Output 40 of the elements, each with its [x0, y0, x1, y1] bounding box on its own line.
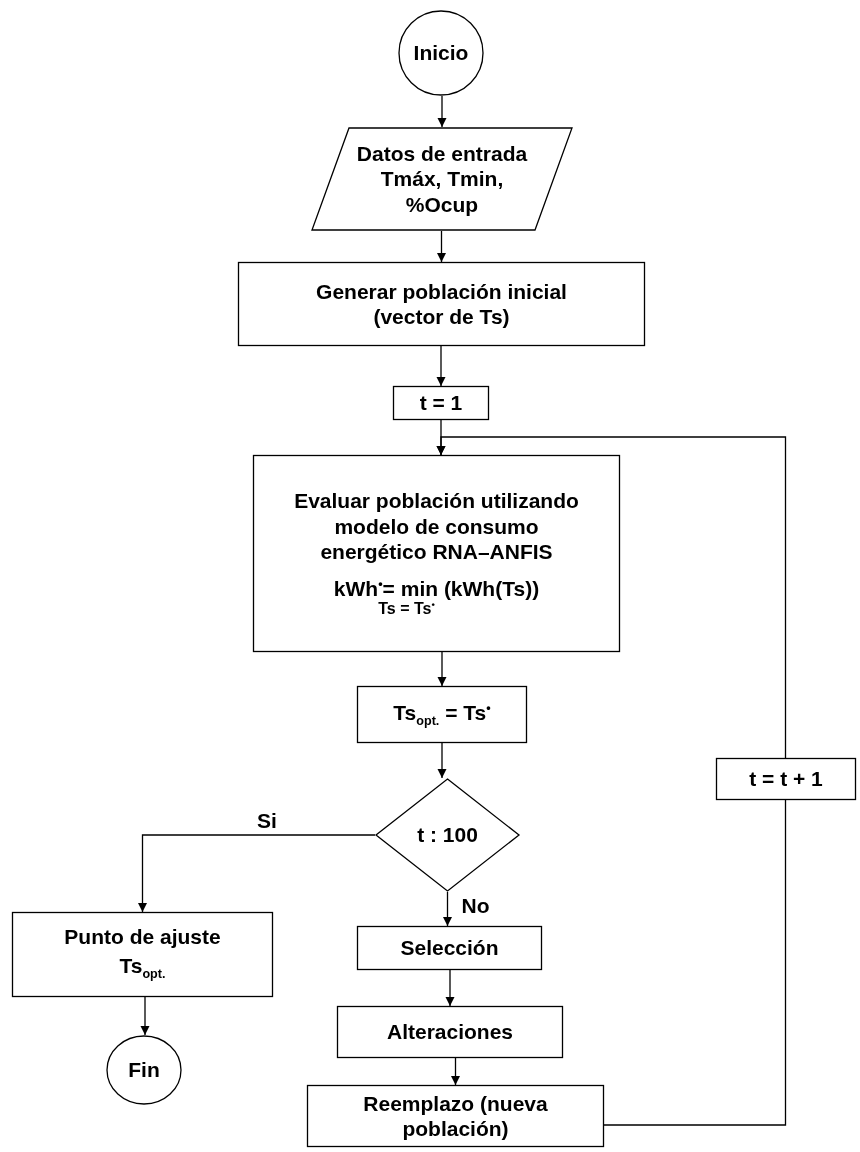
- process-box: [307, 1085, 604, 1147]
- arrow: [436, 345, 446, 387]
- node-text: Reemplazo (nueva población): [362, 1090, 549, 1142]
- node-text: Fin: [128, 1057, 160, 1083]
- process-box: [357, 926, 542, 970]
- node-text: Datos de entrada Tmáx, Tmin, %Ocup: [355, 141, 529, 217]
- arrow: [442, 891, 453, 927]
- node-text: Generar población inicial (vector de Ts): [315, 278, 568, 330]
- arrow: [437, 95, 447, 128]
- node-text: t : 100: [417, 822, 478, 848]
- process-box: [357, 686, 527, 743]
- arrow: [437, 651, 447, 687]
- node-text: Alteraciones: [386, 1019, 514, 1045]
- arrow: [437, 742, 447, 779]
- terminal-oval: [106, 1035, 182, 1105]
- formula-text: Ts = Ts$^{•}$: [378, 599, 435, 619]
- arrow: [137, 834, 376, 913]
- process-box: [393, 386, 489, 420]
- process-box: [716, 758, 856, 800]
- node-text: Ts$_{opt.}$: [119, 953, 166, 984]
- node-text: t = 1: [419, 390, 463, 416]
- node-text: Selección: [400, 935, 499, 961]
- process-box: [253, 455, 620, 652]
- node-text: Inicio: [413, 40, 469, 66]
- formula-text: kWh$^{•}$= min (kWh(Ts)): [333, 575, 540, 602]
- node-text: Punto de ajuste: [64, 924, 221, 950]
- node-text: Evaluar población utilizando modelo de consumo energético RNA–ANFIS: [293, 488, 580, 564]
- node-text: t = t + 1: [749, 766, 823, 792]
- arrow: [450, 1057, 461, 1086]
- arrow: [436, 436, 787, 759]
- process-box: [337, 1006, 563, 1058]
- terminal-oval: [398, 10, 484, 96]
- arrow: [140, 996, 150, 1036]
- decision-diamond: [375, 778, 520, 892]
- process-box: [238, 262, 645, 346]
- process-box: [12, 912, 273, 997]
- arrow: [445, 969, 455, 1007]
- node-text: Ts$_{opt.}$ = Ts$^{•}$: [393, 699, 491, 730]
- arrow: [436, 230, 447, 263]
- input-parallelogram: [311, 127, 573, 231]
